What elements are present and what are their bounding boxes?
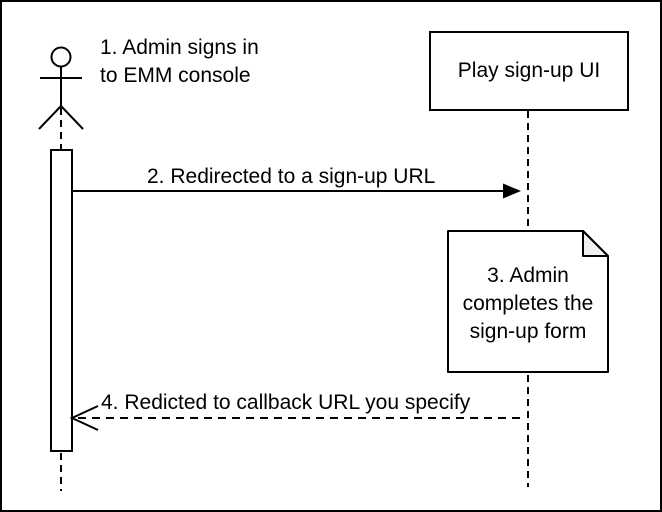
message-1-line-2: to EMM console — [100, 64, 251, 87]
message-4-label: 4. Redicted to callback URL you specify — [101, 391, 471, 414]
actor-leg-left — [38, 105, 62, 130]
actor-leg-right — [60, 105, 84, 130]
message-2-arrowhead-icon — [503, 183, 521, 199]
note-shape — [447, 230, 609, 373]
message-1-line-1: 1. Admin signs in — [100, 36, 259, 59]
actor-head — [50, 46, 72, 68]
message-1-label: 1. Admin signs in to EMM console — [100, 34, 259, 90]
message-4-arrow — [69, 405, 525, 431]
note-line-3: sign-up form — [469, 320, 587, 343]
lifeline-box-play-sign-up-ui: Play sign-up UI — [429, 31, 629, 111]
message-2-arrow — [72, 183, 521, 199]
activation-bar — [50, 149, 73, 452]
message-2-label: 2. Redirected to a sign-up URL — [147, 165, 436, 188]
note-line-2: completes the — [462, 292, 594, 315]
message-4-open-arrowhead-icon — [69, 405, 99, 431]
note-line-1: 3. Admin — [487, 264, 569, 287]
actor-icon — [38, 46, 84, 130]
note-label: 3. Admin completes the sign-up form — [448, 262, 608, 346]
note-fold-icon — [582, 230, 609, 257]
lifeline-box-label: Play sign-up UI — [457, 59, 601, 82]
